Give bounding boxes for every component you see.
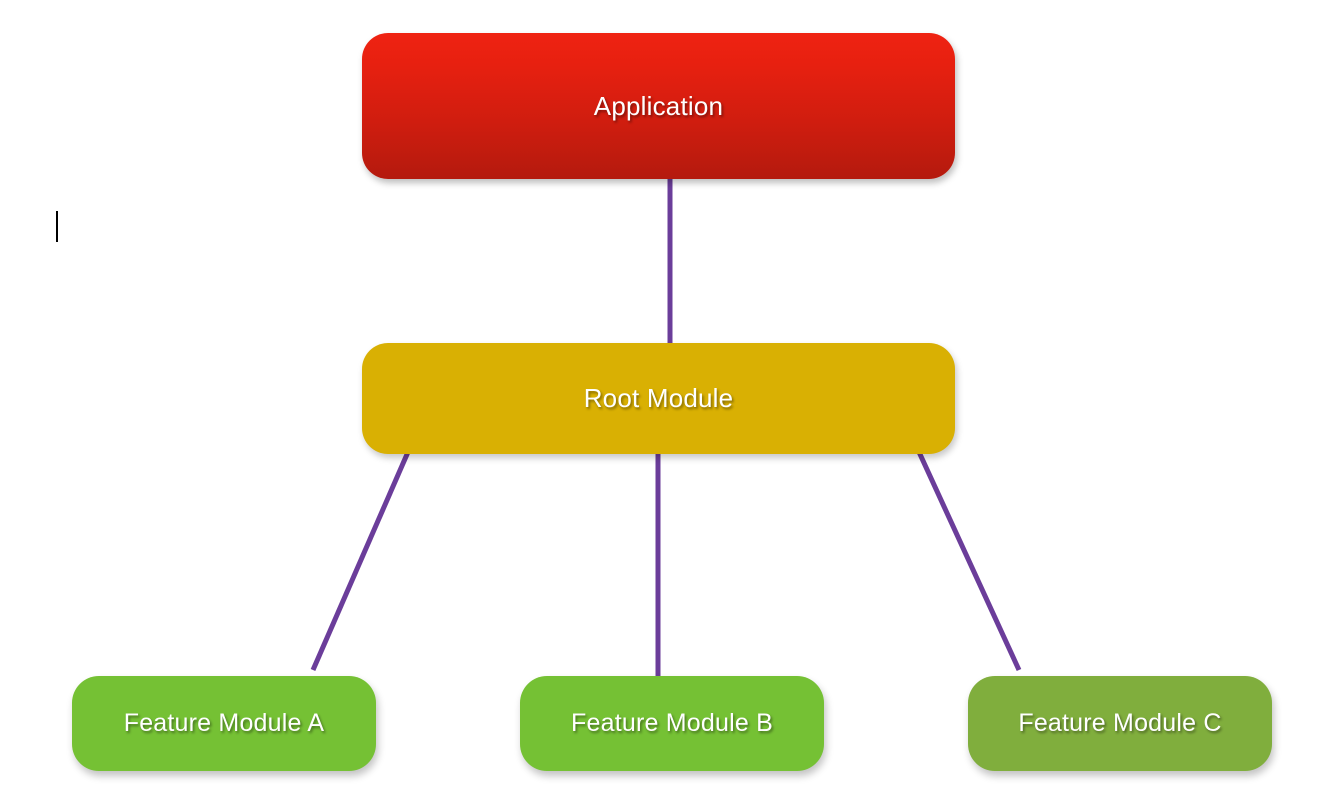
node-feature-module-a[interactable]: Feature Module A xyxy=(72,676,376,771)
node-root-module[interactable]: Root Module xyxy=(362,343,955,454)
text-caret xyxy=(56,211,58,242)
node-application-label: Application xyxy=(593,90,724,121)
node-application[interactable]: Application xyxy=(362,33,955,179)
edge-root-to-feature-module-a xyxy=(310,451,411,671)
node-feature-module-b[interactable]: Feature Module B xyxy=(520,676,824,771)
node-feature-module-c-label: Feature Module C xyxy=(1018,709,1222,737)
node-feature-module-b-label: Feature Module B xyxy=(571,709,773,737)
node-root-module-label: Root Module xyxy=(583,383,734,413)
edge-root-to-feature-module-c xyxy=(916,450,1022,672)
node-feature-module-c[interactable]: Feature Module C xyxy=(968,676,1272,771)
node-feature-module-a-label: Feature Module A xyxy=(123,709,325,737)
